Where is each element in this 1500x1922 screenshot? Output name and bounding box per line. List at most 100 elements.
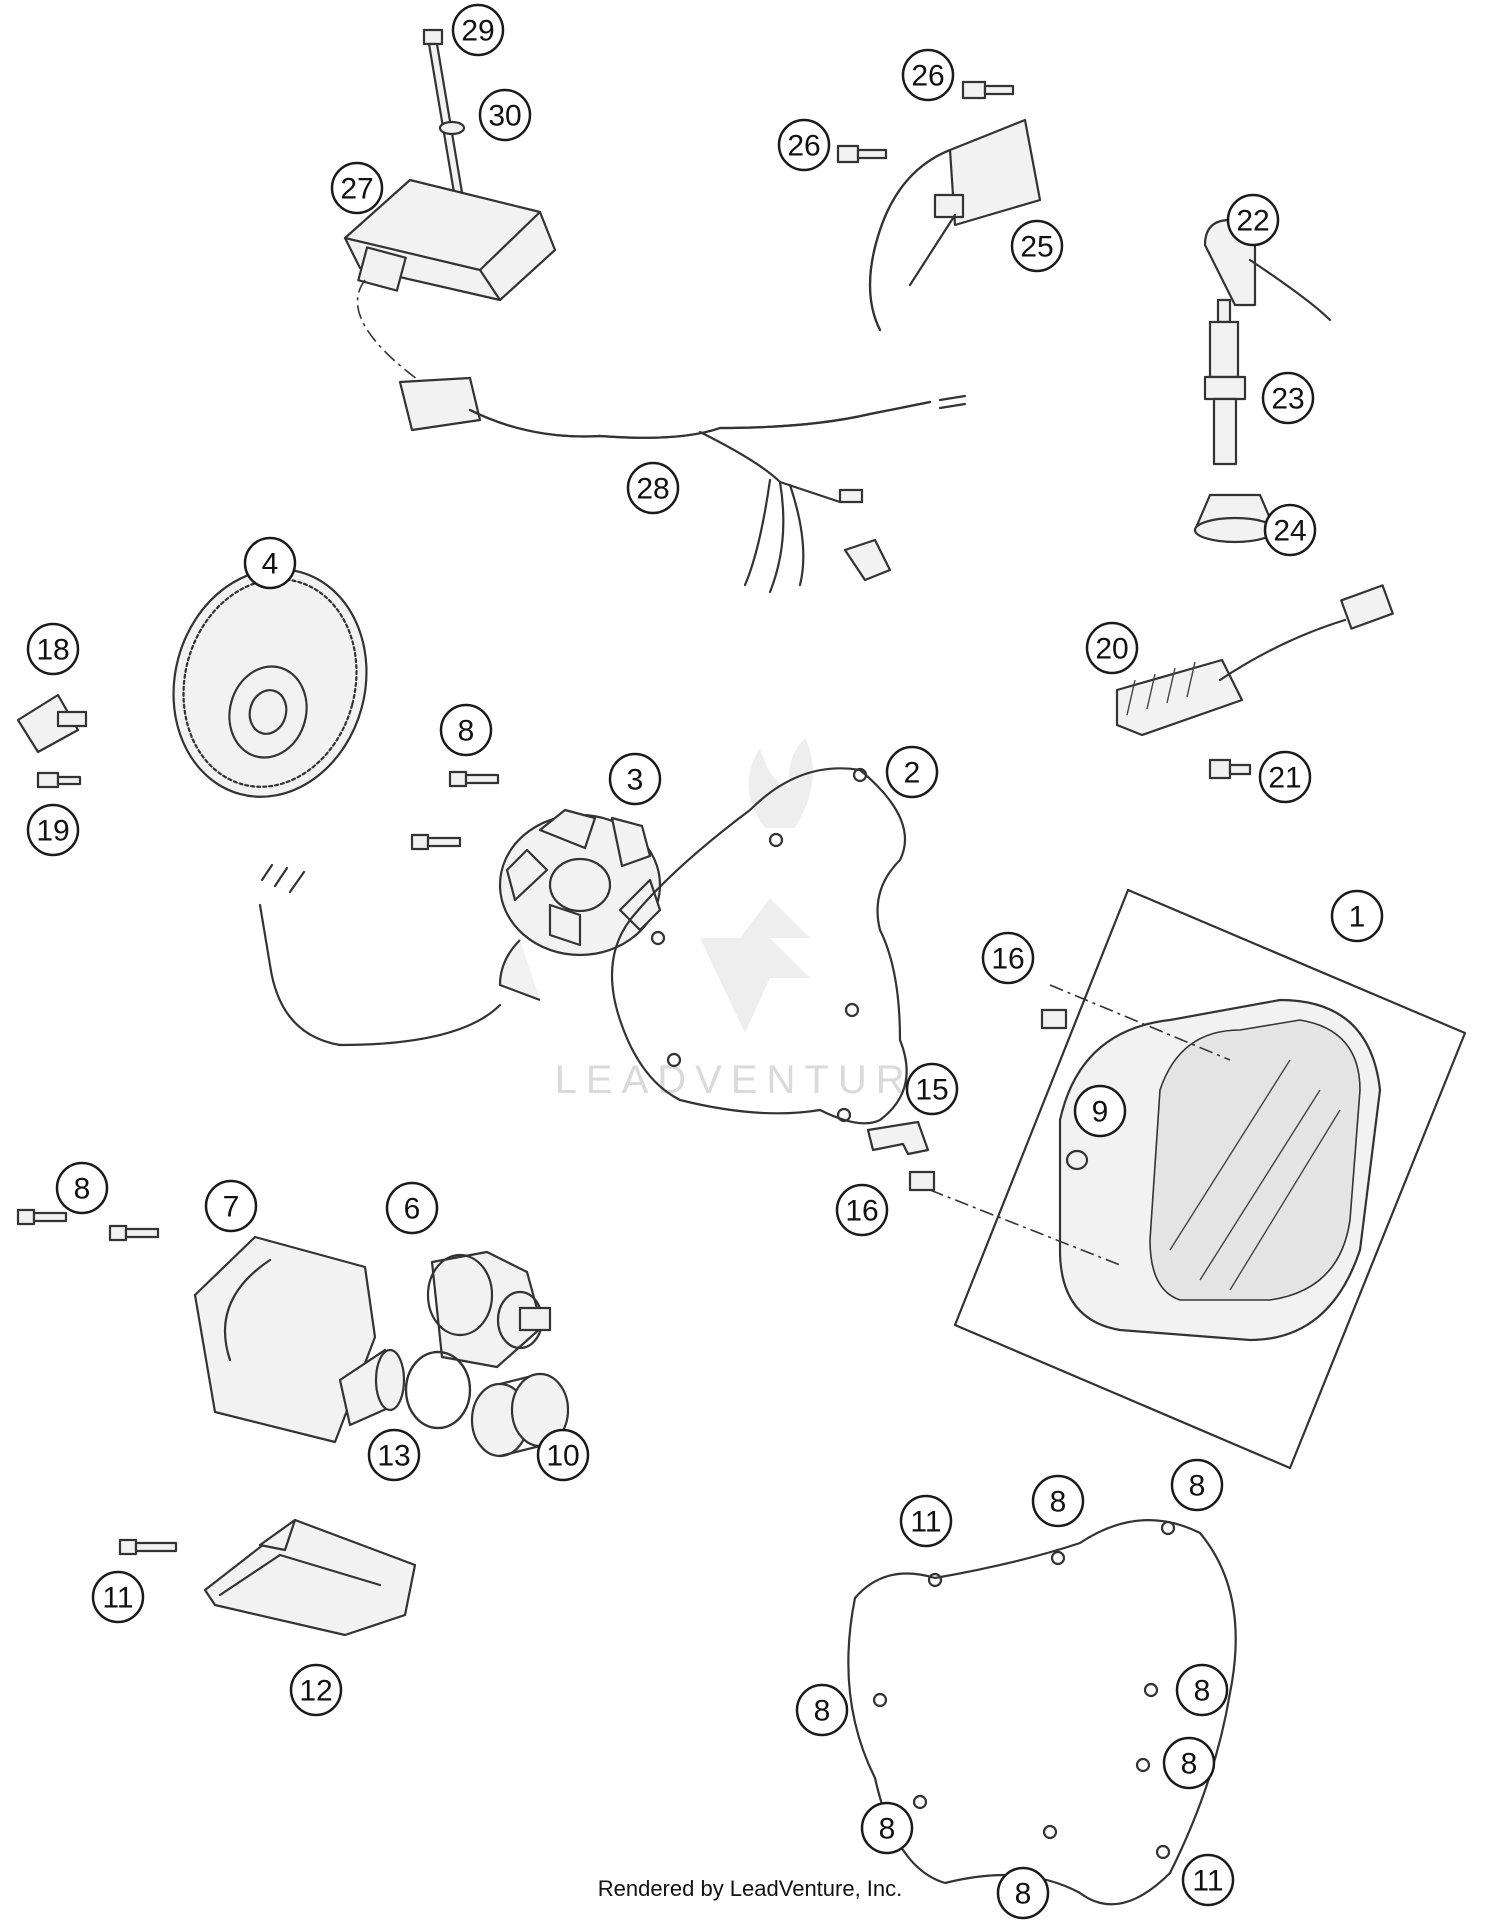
ignition-coil-25 [868,118,1042,332]
callout-circle [385,1181,439,1235]
callout-number: 22 [1236,205,1269,238]
ignition-cover-1 [953,888,1467,1470]
callout-circle [451,3,505,57]
gasket-lower [847,1519,1237,1906]
callout-number: 30 [488,100,521,133]
bolt-8-left-a [16,1208,68,1226]
callout-circle [91,1570,145,1624]
callout-circle [330,161,384,215]
callout-circle [289,1663,343,1717]
callout-circle [1073,1084,1127,1138]
callout-number: 19 [36,815,69,848]
callout-16: 16 [981,931,1035,985]
callout-number: 11 [1192,1865,1223,1898]
callout-8: 8 [795,1683,849,1737]
callout-8: 8 [1175,1663,1229,1717]
callout-number: 11 [102,1582,133,1615]
callout-circle [1031,1474,1085,1528]
callout-8: 8 [860,1801,914,1855]
callout-4: 4 [243,536,297,590]
callout-24: 24 [1263,503,1317,557]
bolt-16-upper [1040,1008,1068,1030]
callout-21: 21 [1258,750,1312,804]
callout-number: 29 [461,15,494,48]
callout-number: 8 [1181,1748,1198,1781]
callout-number: 8 [74,1173,91,1206]
callout-19: 19 [26,803,80,857]
callout-circle [478,88,532,142]
callout-29: 29 [451,3,505,57]
callout-number: 26 [787,130,820,163]
callout-circle [439,703,493,757]
callout-26: 26 [901,48,955,102]
callout-circle [899,1494,953,1548]
callout-circle [860,1801,914,1855]
callout-number: 11 [910,1506,941,1539]
callout-number: 10 [546,1440,579,1473]
voltage-regulator-20 [1115,584,1394,737]
callout-circle [55,1161,109,1215]
flywheel-4 [172,568,368,798]
callout-number: 8 [814,1695,831,1728]
callout-number: 26 [911,60,944,93]
gasket-2 [610,767,908,1125]
callout-30: 30 [478,88,532,142]
callout-number: 8 [1015,1878,1032,1911]
cdi-module-27 [343,178,557,386]
callout-circle [835,1183,889,1237]
sensor-18 [16,693,88,754]
callout-circle [1226,193,1280,247]
callout-circle [367,1428,421,1482]
bolt-19 [36,771,82,789]
callout-number: 8 [1189,1470,1206,1503]
callout-number: 28 [636,473,669,506]
callout-8: 8 [1031,1474,1085,1528]
callout-circle [1162,1736,1216,1790]
callout-27: 27 [330,161,384,215]
starter-gear-6 [426,1250,552,1369]
callout-circle [905,1062,959,1116]
callout-circle [1010,219,1064,273]
callout-circle [243,536,297,590]
callout-number: 7 [223,1191,240,1224]
callout-22: 22 [1226,193,1280,247]
bolt-21 [1208,758,1252,780]
callout-1: 1 [1330,889,1384,943]
callout-number: 18 [36,634,69,667]
bolt-axis-line-lower [929,1189,1121,1266]
callout-6: 6 [385,1181,439,1235]
callout-circle [1261,371,1315,425]
callout-number: 25 [1020,231,1053,264]
washer-30 [438,120,466,136]
callout-number: 2 [904,757,921,790]
callout-circle [795,1683,849,1737]
callout-11: 11 [899,1494,953,1548]
callout-15: 15 [905,1062,959,1116]
callout-number: 20 [1095,633,1128,666]
callout-number: 3 [627,764,644,797]
callout-circle [777,118,831,172]
callout-circle [1330,889,1384,943]
callout-circle [1085,621,1139,675]
callout-circle [885,745,939,799]
watermark-text: LEADVENTURE [555,1058,950,1102]
callout-number: 9 [1092,1096,1109,1129]
callout-11: 11 [91,1570,145,1624]
callout-circle [1258,750,1312,804]
callout-13: 13 [367,1428,421,1482]
callout-25: 25 [1010,219,1064,273]
watermark-logo [700,738,813,1033]
callout-number: 16 [845,1195,878,1228]
callout-8: 8 [1170,1458,1224,1512]
bolt-8-upper-b [410,833,462,851]
bolt-11-left [118,1538,178,1556]
callout-circle [26,803,80,857]
callout-number: 13 [377,1440,410,1473]
callout-number: 6 [404,1193,421,1226]
bolt-26-lower [836,144,888,164]
callout-8: 8 [996,1866,1050,1920]
callout-8: 8 [439,703,493,757]
render-credit: Rendered by LeadVenture, Inc. [597,1876,903,1901]
callout-number: 21 [1268,762,1301,795]
